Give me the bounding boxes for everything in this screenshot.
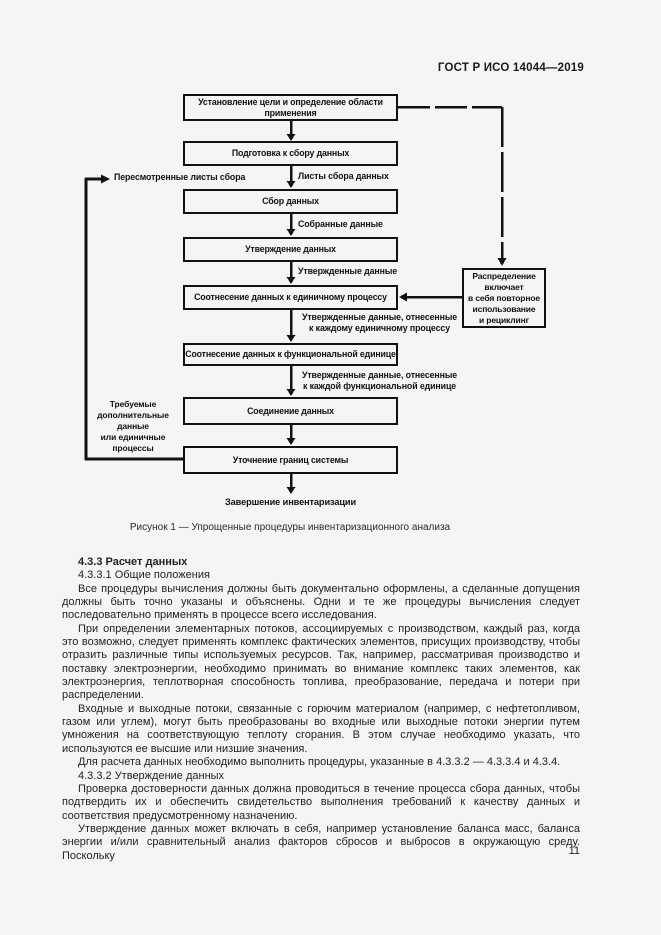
box-relating-data-to-unit-process: Соотнесение данных к единичному процессу — [183, 285, 398, 310]
label-completed-inventory: Завершение инвентаризации — [225, 497, 356, 507]
label-revised-collection-sheets: Пересмотренные листы сбора — [114, 172, 246, 182]
doc-number: ГОСТ Р ИСО 14044—2019 — [437, 62, 584, 74]
paragraph-procedures-reference: Для расчета данных необходимо выполнить … — [78, 756, 561, 769]
label-collected-data: Собранные данные — [298, 219, 383, 229]
label-validated-data-per-functional-unit: Утвержденные данные, отнесенные к каждой… — [301, 370, 458, 391]
box-refining-system-boundary: Уточнение границ системы — [183, 446, 398, 474]
heading-4-3-3-2: 4.3.3.2 Утверждение данных — [78, 769, 225, 782]
figure-1-caption: Рисунок 1 — Упрощенные процедуры инвента… — [129, 522, 451, 533]
heading-4-3-3: 4.3.3 Расчет данных — [78, 556, 188, 568]
paragraph-validation-balances: Утверждение данных может включать в себя… — [62, 822, 580, 862]
box-goal-definition: Установление цели и определение области … — [183, 94, 398, 121]
box-relating-data-to-functional-unit: Соотнесение данных к функциональной един… — [183, 343, 398, 366]
box-data-collection-preparation: Подготовка к сбору данных — [183, 141, 398, 166]
heading-4-3-3-1: 4.3.3.1 Общие положения — [78, 569, 210, 582]
section-4-3-3-content: 4.3.3 Расчет данных 4.3.3.1 Общие положе… — [62, 556, 580, 863]
label-validated-data: Утвержденные данные — [298, 266, 398, 276]
label-validated-data-per-unit-process: Утвержденные данные, отнесенные к каждом… — [301, 312, 458, 333]
box-data-aggregation: Соединение данных — [183, 397, 398, 425]
paragraph-elementary-flows: При определении элементарных потоков, ас… — [62, 622, 580, 702]
paragraph-fuel-flows: Входные и выходные потоки, связанные с г… — [62, 702, 580, 755]
paragraph-data-validation-check: Проверка достоверности данных должна про… — [62, 782, 580, 822]
box-data-validation: Утверждение данных — [183, 237, 398, 262]
label-data-collection-sheets: Листы сбора данных — [298, 171, 389, 181]
paragraph-calculation-procedures: Все процедуры вычисления должны быть док… — [62, 582, 580, 622]
label-additional-data-required: Требуемые дополнительные данные или един… — [97, 399, 169, 453]
page-number: 11 — [568, 845, 580, 857]
box-allocation-reuse-recycling: Распределение включает в себя повторное … — [462, 268, 546, 328]
box-data-collection: Сбор данных — [183, 189, 398, 214]
